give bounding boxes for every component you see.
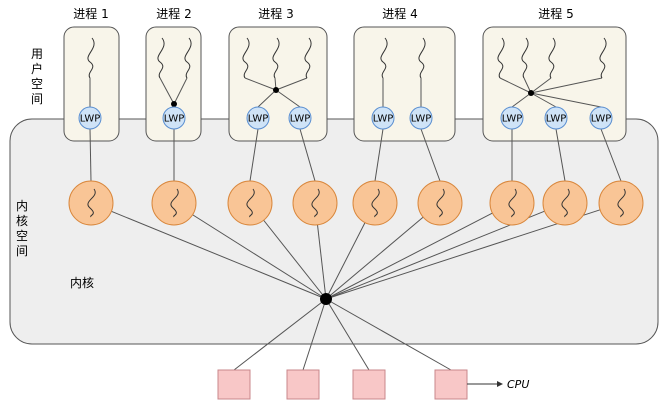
- user-threads: [87, 37, 607, 79]
- kernel-label: 内核: [70, 276, 94, 290]
- svg-text:核: 核: [16, 214, 28, 228]
- lwp-3-1: LWP: [246, 106, 270, 130]
- kernel-space-label: 内 核 空 间: [16, 199, 28, 258]
- thread-junction-5: [528, 90, 534, 96]
- svg-text:空: 空: [16, 229, 28, 243]
- kernel-thread-5: [352, 180, 398, 226]
- cpu-label: CPU: [507, 378, 529, 391]
- process-box-3: [228, 26, 328, 142]
- junction-dots: [171, 87, 534, 107]
- kernel-thread-9: [598, 180, 644, 226]
- process-label-3: 进程 3: [258, 6, 293, 21]
- user-thread-3-1: [242, 37, 250, 79]
- user-thread-1-1: [87, 37, 95, 79]
- svg-text:户: 户: [31, 61, 43, 76]
- lwp-5-2: LWP: [544, 106, 568, 130]
- kernel-thread-8: [542, 180, 588, 226]
- lwp-5-3: LWP: [589, 106, 613, 130]
- lwp-4-2: LWP: [409, 106, 433, 130]
- connection-lines: [89, 77, 622, 371]
- lwp-3-2: LWP: [288, 106, 312, 130]
- cpu-1: [217, 369, 251, 400]
- lwp-label: LWP: [546, 114, 567, 125]
- user-thread-3-2: [272, 37, 280, 79]
- user-thread-5-3: [548, 37, 556, 79]
- user-thread-2-1: [157, 37, 165, 79]
- kernel-thread-7: [489, 180, 535, 226]
- cpu-boxes: [217, 369, 468, 400]
- svg-text:间: 间: [16, 244, 28, 258]
- svg-text:用: 用: [31, 47, 43, 61]
- process-label-1: 进程 1: [73, 6, 108, 21]
- lwp-label: LWP: [80, 114, 101, 125]
- thread-junction-2: [171, 101, 177, 107]
- cpu-3: [352, 369, 386, 400]
- process-label-4: 进程 4: [382, 6, 417, 21]
- user-space-label: 用 户 空 间: [31, 47, 43, 106]
- user-thread-5-4: [599, 37, 607, 79]
- process-label-5: 进程 5: [538, 6, 573, 21]
- cpu-4: [434, 369, 468, 400]
- process-label-2: 进程 2: [156, 6, 191, 21]
- process-box-4: [353, 26, 456, 142]
- lwp-1-1: LWP: [78, 106, 102, 130]
- lwp-2-1: LWP: [162, 106, 186, 130]
- thread-junction-3: [273, 87, 279, 93]
- svg-text:间: 间: [31, 92, 43, 106]
- user-thread-2-2: [184, 37, 192, 79]
- lwp-label: LWP: [248, 114, 269, 125]
- process-box-1: [63, 26, 120, 142]
- lwp-label: LWP: [164, 114, 185, 125]
- svg-text:内: 内: [16, 199, 28, 213]
- kernel-thread-1: [68, 180, 114, 226]
- lwp-label: LWP: [411, 114, 432, 125]
- cpu-arrowhead: [497, 381, 503, 387]
- kernel-thread-4: [292, 180, 338, 226]
- kernel-thread-3: [227, 180, 273, 226]
- lwp-circles: LWP LWP LWP LWP LWP LWP LWP LWP LWP: [78, 106, 613, 130]
- user-thread-5-2: [521, 37, 529, 79]
- user-thread-3-3: [304, 37, 312, 79]
- kernel-thread-2: [151, 180, 197, 226]
- user-thread-4-1: [380, 37, 388, 79]
- cpu-2: [286, 369, 320, 400]
- lwp-label: LWP: [373, 114, 394, 125]
- lwp-label: LWP: [502, 114, 523, 125]
- kernel-thread-6: [417, 180, 463, 226]
- lwp-5-1: LWP: [500, 106, 524, 130]
- lwp-label: LWP: [290, 114, 311, 125]
- user-thread-4-2: [418, 37, 426, 79]
- lwp-label: LWP: [591, 114, 612, 125]
- svg-text:空: 空: [31, 77, 43, 91]
- lwp-4-1: LWP: [371, 106, 395, 130]
- scheduler-hub: [320, 293, 332, 305]
- kernel-threads: [68, 180, 644, 226]
- user-thread-5-1: [497, 37, 505, 79]
- kernel-space-region: [9, 118, 659, 345]
